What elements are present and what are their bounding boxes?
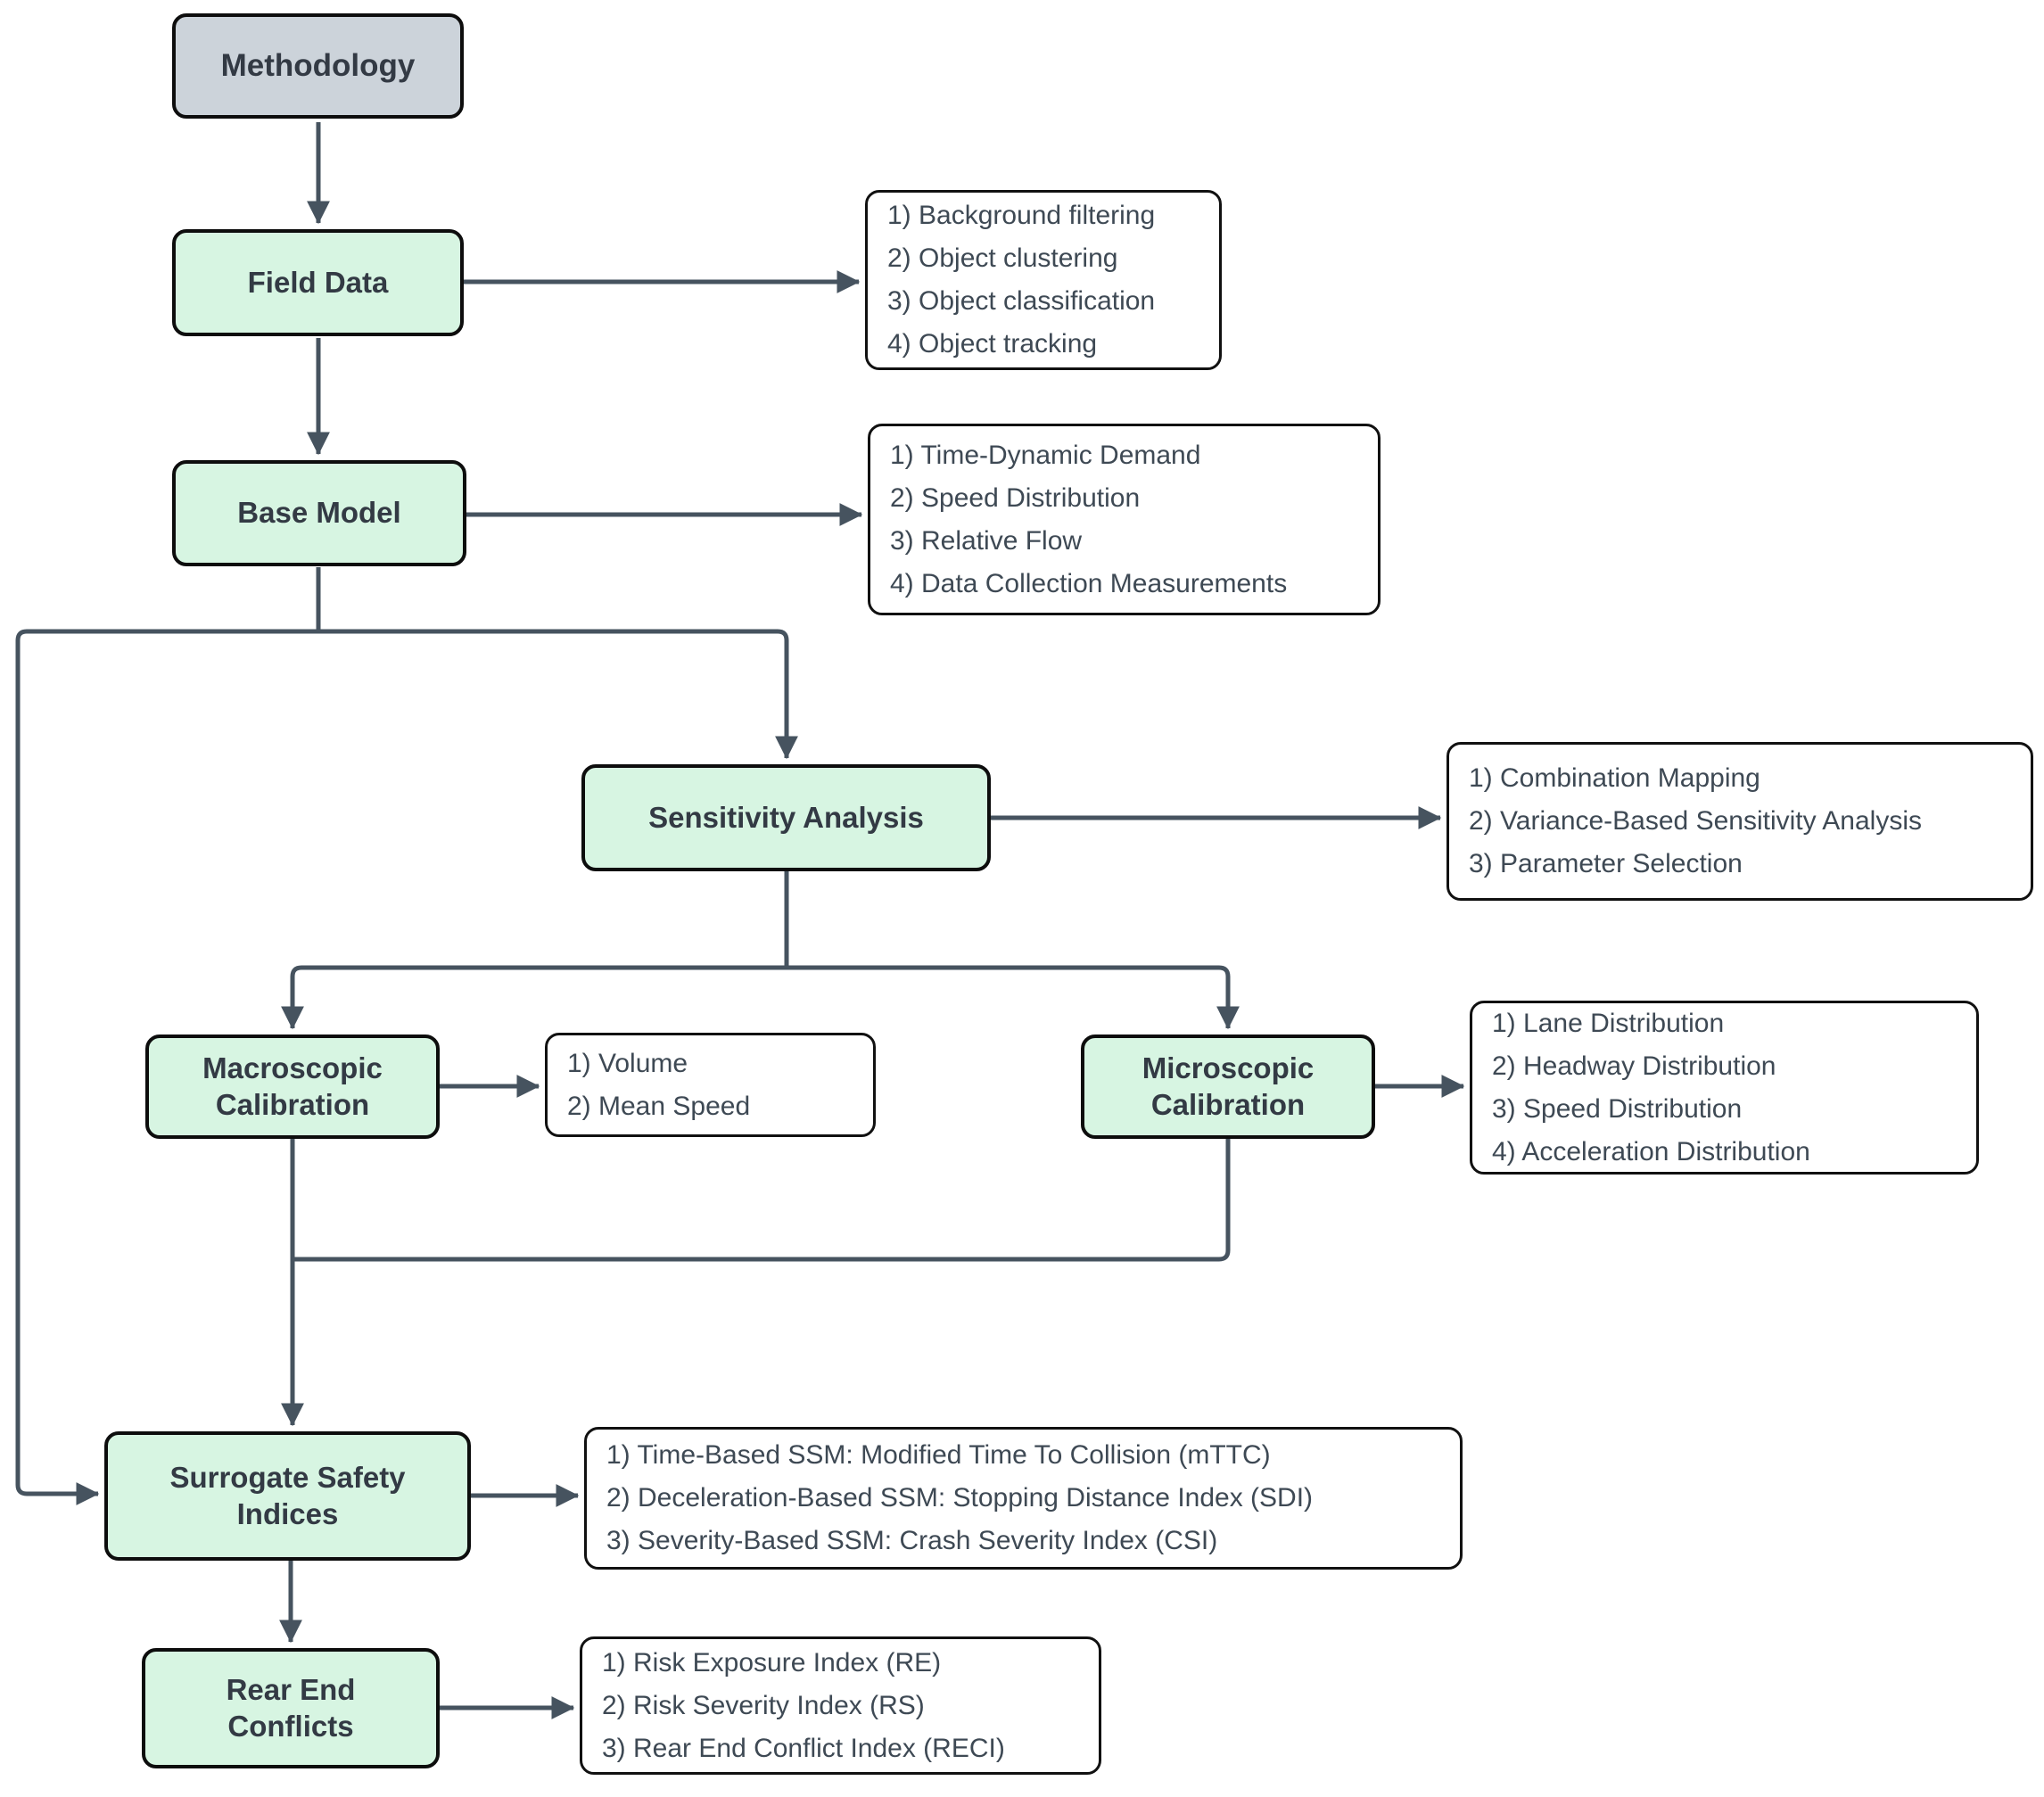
arrow-sensitivity-to-microscopic (787, 965, 1240, 1030)
list-item: 2) Headway Distribution (1492, 1051, 1776, 1081)
node-surrogate-safety-indices-label: Surrogate Safety Indices (169, 1461, 406, 1530)
list-item: 4) Object tracking (887, 329, 1098, 359)
list-item: 3) Rear End Conflict Index (RECI) (602, 1733, 1005, 1763)
list-item: 2) Object clustering (887, 243, 1118, 273)
list-item: 2) Risk Severity Index (RS) (602, 1690, 925, 1720)
list-item: 4) Data Collection Measurements (890, 568, 1288, 598)
list-item: 1) Volume (567, 1048, 688, 1078)
node-surrogate-safety-indices: Surrogate Safety Indices (104, 1431, 471, 1561)
arrow-base-model-to-surrogate-bypass (15, 629, 318, 1505)
arrow-sensitivity-to-macroscopic (281, 965, 787, 1030)
node-base-model: Base Model (172, 460, 466, 566)
list-base-model-steps: 1) Time-Dynamic Demand 2) Speed Distribu… (868, 424, 1381, 615)
list-ssm-steps: 1) Time-Based SSM: Modified Time To Coll… (584, 1427, 1463, 1570)
list-item: 3) Parameter Selection (1469, 849, 1743, 878)
node-sensitivity-analysis-label: Sensitivity Analysis (648, 800, 924, 834)
list-item: 3) Speed Distribution (1492, 1093, 1743, 1124)
node-base-model-label: Base Model (237, 496, 401, 530)
list-item: 1) Background filtering (887, 201, 1156, 230)
list-sensitivity-steps: 1) Combination Mapping 2) Variance-Based… (1446, 742, 2033, 901)
node-methodology: Methodology (172, 13, 464, 119)
node-field-data-label: Field Data (247, 265, 389, 299)
line-microscopic-merge (294, 1139, 1231, 1262)
node-macroscopic-calibration-label: Macroscopic Calibration (202, 1051, 383, 1121)
list-item: 2) Variance-Based Sensitivity Analysis (1469, 806, 1923, 836)
list-item: 1) Combination Mapping (1469, 763, 1760, 793)
list-item: 1) Time-Dynamic Demand (890, 440, 1201, 470)
list-item: 3) Severity-Based SSM: Crash Severity In… (606, 1526, 1218, 1555)
list-item: 3) Object classification (887, 286, 1156, 316)
list-macroscopic-steps: 1) Volume 2) Mean Speed (545, 1033, 876, 1137)
node-microscopic-calibration: Microscopic Calibration (1081, 1035, 1375, 1139)
list-field-data-steps: 1) Background filtering 2) Object cluste… (865, 190, 1222, 370)
node-microscopic-calibration-label: Microscopic Calibration (1142, 1051, 1315, 1121)
list-item: 2) Mean Speed (567, 1091, 751, 1121)
list-item: 1) Lane Distribution (1492, 1008, 1725, 1038)
node-methodology-label: Methodology (220, 47, 416, 83)
node-field-data: Field Data (172, 229, 464, 336)
list-microscopic-steps: 1) Lane Distribution 2) Headway Distribu… (1470, 1001, 1979, 1175)
list-item: 1) Time-Based SSM: Modified Time To Coll… (606, 1440, 1271, 1470)
node-sensitivity-analysis: Sensitivity Analysis (581, 764, 991, 871)
list-item: 1) Risk Exposure Index (RE) (602, 1647, 942, 1677)
node-macroscopic-calibration: Macroscopic Calibration (145, 1035, 440, 1139)
list-item: 3) Relative Flow (890, 525, 1083, 556)
list-item: 2) Speed Distribution (890, 482, 1141, 513)
list-item: 4) Acceleration Distribution (1492, 1136, 1810, 1166)
list-rear-end-steps: 1) Risk Exposure Index (RE) 2) Risk Seve… (580, 1636, 1101, 1775)
arrow-base-model-to-sensitivity (318, 629, 798, 760)
list-item: 2) Deceleration-Based SSM: Stopping Dist… (606, 1483, 1314, 1513)
node-rear-end-conflicts: Rear End Conflicts (142, 1648, 440, 1768)
node-rear-end-conflicts-label: Rear End Conflicts (226, 1673, 356, 1743)
